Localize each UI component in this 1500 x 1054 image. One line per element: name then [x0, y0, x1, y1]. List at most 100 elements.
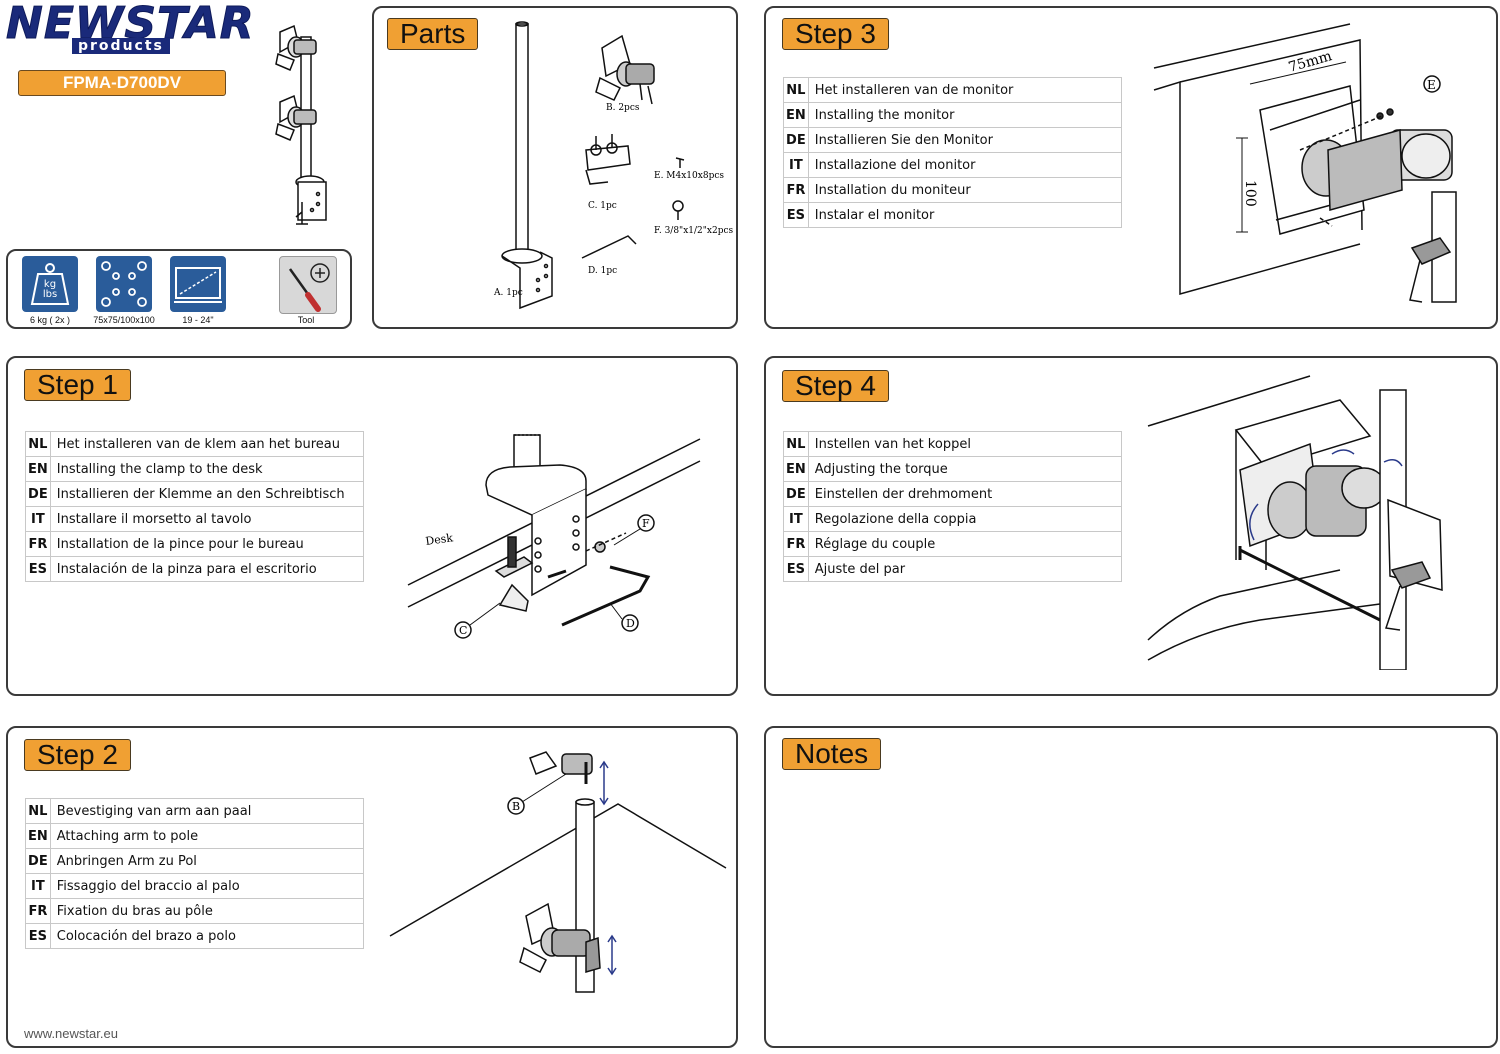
brand-logo: NEWSTAR products — [6, 0, 254, 58]
instruction-text: Installazione del monitor — [807, 152, 1122, 178]
lang-code: DE — [783, 127, 809, 153]
instruction-text: Attaching arm to pole — [49, 823, 364, 849]
callout-f: F — [642, 517, 650, 530]
parts-panel — [372, 6, 738, 329]
lang-code: EN — [25, 456, 51, 482]
instruction-text: Installation du moniteur — [807, 177, 1122, 203]
lang-code: ES — [783, 202, 809, 228]
lang-code: IT — [25, 506, 51, 532]
step2-illustration: B — [389, 751, 727, 993]
step2-title: Step 2 — [24, 739, 131, 771]
instruction-text: Installing the monitor — [807, 102, 1122, 128]
lang-code: NL — [783, 77, 809, 103]
callout-c: C — [459, 624, 467, 637]
lang-code: NL — [25, 431, 51, 457]
callout-b: B — [512, 800, 520, 813]
instruction-text: Installing the clamp to the desk — [49, 456, 364, 482]
dim-100: 100 — [1242, 180, 1258, 207]
step3-illustration: 75mm 100 E — [1153, 23, 1457, 303]
lang-code: EN — [783, 456, 809, 482]
lang-code: ES — [25, 556, 51, 582]
part-f-label: F. 3/8"x1/2"x2pcs — [654, 226, 733, 236]
instruction-text: Instellen van het koppel — [807, 431, 1122, 457]
part-c-label: C. 1pc — [588, 201, 617, 211]
instruction-text: Installieren Sie den Monitor — [807, 127, 1122, 153]
product-thumbnail — [275, 24, 327, 225]
instruction-text: Colocación del brazo a polo — [49, 923, 364, 949]
lang-code: IT — [25, 873, 51, 899]
part-b-label: B. 2pcs — [606, 103, 640, 113]
step1-illustration: Desk F C D — [407, 434, 701, 639]
lang-code: ES — [783, 556, 809, 582]
lang-code: NL — [783, 431, 809, 457]
notes-title: Notes — [782, 738, 882, 770]
instruction-text: Installation de la pince pour le bureau — [49, 531, 364, 557]
lang-code: EN — [25, 823, 51, 849]
instruction-text: Fixation du bras au pôle — [49, 898, 364, 924]
lang-code: FR — [783, 531, 809, 557]
callout-e: E — [1427, 78, 1436, 92]
vesa-spec — [96, 256, 152, 312]
vesa-pattern-icon — [101, 261, 147, 307]
part-a-label: A. 1pc — [493, 288, 523, 298]
instruction-text: Instalación de la pinza para el escritor… — [49, 556, 364, 582]
vesa-label: 75x75/100x100 — [93, 315, 155, 325]
brand-sub: products — [72, 38, 170, 54]
lang-code: DE — [25, 848, 51, 874]
weight-label: 6 kg ( 2x ) — [29, 315, 70, 325]
part-e-label: E. M4x10x8pcs — [654, 171, 724, 181]
tool-spec — [279, 256, 337, 314]
weight-icon-lbs: lbs — [42, 289, 58, 300]
instruction-text: Regolazione della coppia — [807, 506, 1122, 532]
instruction-text: Einstellen der drehmoment — [807, 481, 1122, 507]
lang-code: DE — [783, 481, 809, 507]
instruction-text: Het installeren van de klem aan het bure… — [49, 431, 364, 457]
lang-code: IT — [783, 506, 809, 532]
lang-code: FR — [783, 177, 809, 203]
parts-illustration: A. 1pc B. 2pcs C. 1pc D. 1pc E. M4x10x8p… — [493, 21, 733, 310]
desk-label: Desk — [425, 531, 455, 548]
lang-code: IT — [783, 152, 809, 178]
screen-size-icon — [174, 267, 222, 303]
screen-spec — [170, 256, 226, 312]
weight-icon — [30, 263, 70, 305]
step4-title: Step 4 — [782, 370, 889, 402]
instruction-text: Anbringen Arm zu Pol — [49, 848, 364, 874]
parts-title: Parts — [387, 18, 479, 50]
step3-title: Step 3 — [782, 18, 889, 50]
instruction-text: Installare il morsetto al tavolo — [49, 506, 364, 532]
instruction-text: Bevestiging van arm aan paal — [49, 798, 364, 824]
lang-code: FR — [25, 531, 51, 557]
instruction-text: Het installeren van de monitor — [807, 77, 1122, 103]
lang-code: EN — [783, 102, 809, 128]
step1-title: Step 1 — [24, 369, 131, 401]
tool-label: Tool — [297, 315, 315, 325]
instruction-text: Installieren der Klemme an den Schreibti… — [49, 481, 364, 507]
part-d-label: D. 1pc — [588, 266, 617, 276]
screwdriver-icon — [288, 263, 330, 312]
website-url[interactable]: www.newstar.eu — [24, 1026, 118, 1041]
